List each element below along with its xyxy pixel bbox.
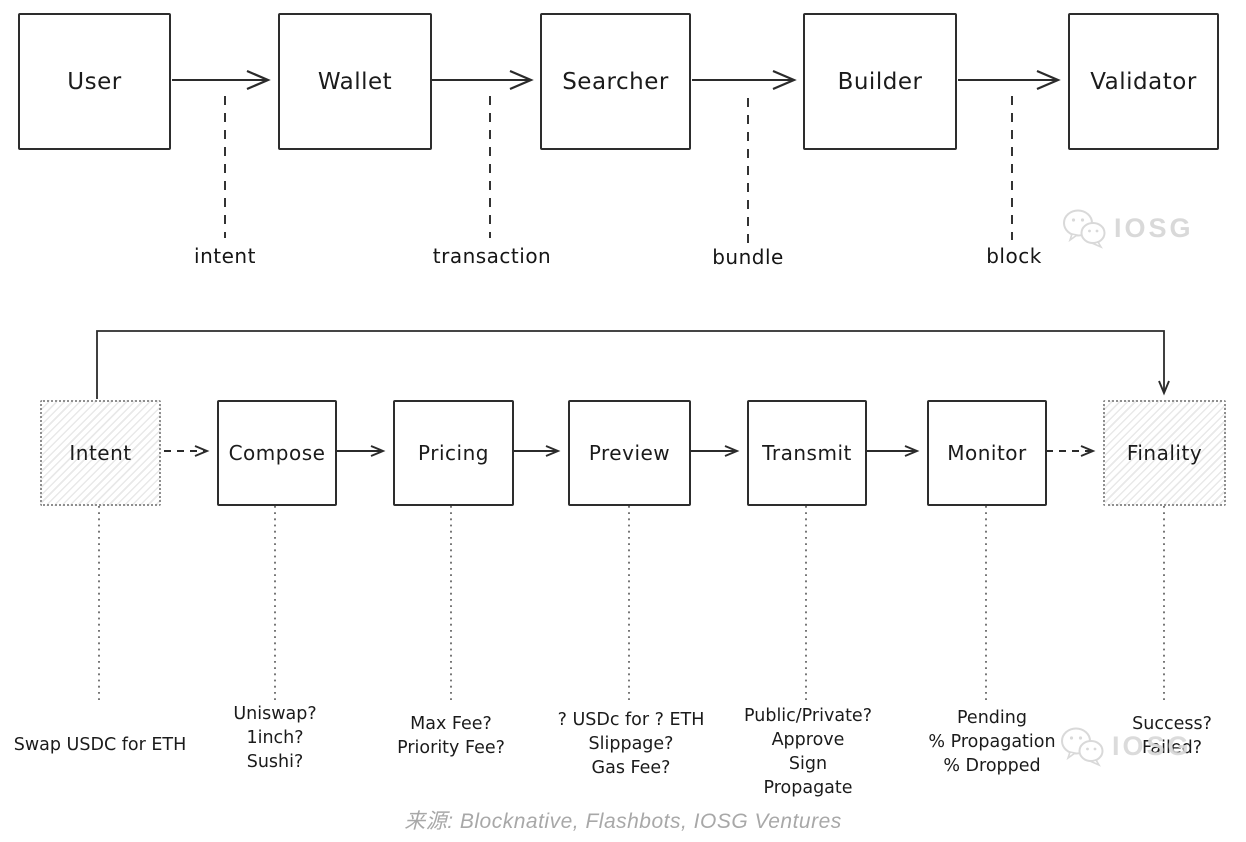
top-node-wallet: Wallet — [278, 13, 432, 150]
node-label: Builder — [837, 68, 923, 95]
annotation-line: 1inch? — [246, 728, 304, 748]
top-node-validator: Validator — [1068, 13, 1219, 150]
edge-label-bundle: bundle — [712, 245, 784, 269]
edge-label-transaction: transaction — [432, 244, 552, 268]
source-caption: 来源: Blocknative, Flashbots, IOSG Venture… — [404, 810, 842, 833]
annotation-transmit: Public/Private? Approve Sign Propagate — [744, 704, 872, 800]
node-label: Intent — [69, 441, 132, 465]
annotation-line: % Propagation — [928, 732, 1056, 752]
node-label: Pricing — [418, 441, 489, 465]
bottom-node-compose: Compose — [217, 400, 337, 506]
annotation-line: Failed? — [1141, 738, 1203, 758]
node-label: Transmit — [762, 441, 852, 465]
annotation-line: % Dropped — [943, 756, 1041, 776]
annotation-line: Uniswap? — [233, 704, 317, 724]
annotation-line: Slippage? — [588, 734, 674, 754]
annotation-pricing: Max Fee? Priority Fee? — [397, 712, 505, 760]
annotation-preview: ? USDc for ? ETH Slippage? Gas Fee? — [558, 708, 705, 780]
node-label: Compose — [228, 441, 326, 465]
edge-label-intent: intent — [194, 244, 256, 268]
annotation-line: Sign — [788, 754, 828, 774]
node-label: Wallet — [317, 68, 393, 95]
wechat-chat-bubbles-icon — [1061, 727, 1104, 767]
feedback-loop-arrow — [96, 330, 1170, 399]
bottom-node-transmit: Transmit — [747, 400, 867, 506]
annotation-intent: Swap USDC for ETH — [14, 733, 187, 757]
bottom-node-intent: Intent — [40, 400, 161, 506]
annotation-line: Max Fee? — [410, 714, 492, 734]
annotation-finality: Success? Failed? — [1132, 712, 1212, 760]
node-label: Preview — [588, 441, 671, 465]
iosg-watermark-text: IOSG — [1112, 730, 1192, 761]
node-label: Searcher — [562, 68, 669, 95]
annotation-line: Success? — [1132, 714, 1212, 734]
edge-label-block: block — [986, 244, 1042, 268]
bottom-node-pricing: Pricing — [393, 400, 514, 506]
bottom-node-finality: Finality — [1103, 400, 1226, 506]
annotation-line: Gas Fee? — [591, 758, 671, 778]
iosg-watermark-text: IOSG — [1114, 212, 1194, 243]
annotation-line: Pending — [957, 708, 1027, 728]
node-label: User — [67, 68, 122, 95]
top-node-builder: Builder — [803, 13, 957, 150]
bottom-flow-drop-lines — [98, 506, 1165, 700]
annotation-line: Priority Fee? — [397, 738, 505, 758]
iosg-watermark-bottom: IOSG — [1058, 724, 1192, 768]
annotation-line: Approve — [771, 730, 845, 750]
top-node-searcher: Searcher — [540, 13, 691, 150]
annotation-line: Propagate — [763, 778, 853, 798]
top-node-user: User — [18, 13, 171, 150]
node-label: Monitor — [947, 441, 1027, 465]
node-label: Finality — [1126, 441, 1203, 465]
node-label: Validator — [1090, 68, 1197, 95]
annotation-monitor: Pending % Propagation % Dropped — [928, 706, 1055, 778]
wechat-chat-bubbles-icon — [1063, 209, 1106, 249]
bottom-node-monitor: Monitor — [927, 400, 1047, 506]
annotation-line: ? USDc for ? ETH — [557, 710, 705, 730]
annotation-line: Swap USDC for ETH — [13, 735, 187, 755]
annotation-compose: Uniswap? 1inch? Sushi? — [233, 702, 316, 774]
bottom-node-preview: Preview — [568, 400, 691, 506]
annotation-line: Public/Private? — [744, 706, 872, 726]
annotation-line: Sushi? — [246, 752, 304, 772]
iosg-watermark-top: IOSG — [1060, 206, 1194, 250]
